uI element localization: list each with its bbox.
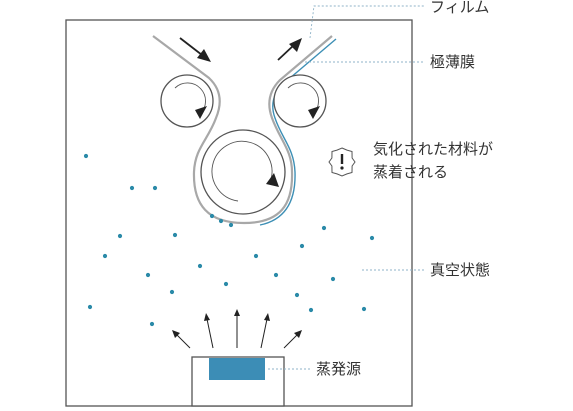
- particle: [330, 276, 336, 282]
- film-leader-line: [309, 5, 424, 39]
- film-in-arrow-line: [179, 37, 203, 56]
- particle: [169, 289, 175, 295]
- particle: [172, 232, 178, 238]
- thin-film-label: 極薄膜: [430, 53, 476, 71]
- vapor-particles: [83, 153, 375, 327]
- main-drum-rotation-arrowhead: [266, 173, 279, 187]
- warning-exclamation-dot: [340, 166, 344, 170]
- emission-arrow-icon: [172, 330, 180, 338]
- particle: [369, 235, 375, 241]
- particle: [87, 304, 93, 310]
- left-roller-rotation-arrowhead: [195, 106, 207, 119]
- particle: [102, 253, 108, 259]
- vaporized-material-line2: 蒸着される: [373, 163, 449, 182]
- evaporation-source-material: [209, 358, 265, 380]
- particle: [218, 218, 224, 224]
- emission-arrow-icon: [234, 309, 240, 316]
- emission-arrow-icon: [294, 330, 302, 338]
- particle: [299, 243, 305, 249]
- particle: [253, 253, 259, 259]
- emission-arrow-line: [260, 318, 268, 349]
- particle: [117, 233, 123, 239]
- particle: [129, 185, 135, 191]
- emission-arrow-icon: [264, 313, 270, 321]
- particle: [197, 263, 203, 269]
- emission-arrow-line: [175, 333, 191, 349]
- particle: [308, 307, 314, 313]
- vapor-emission-arrows: [172, 309, 302, 349]
- emission-arrow-line: [206, 318, 214, 349]
- warning-exclamation-bar: [340, 154, 344, 164]
- main-drum-rotation-icon: [211, 140, 273, 202]
- vacuum-state-label: 真空状態: [430, 261, 491, 279]
- particle: [145, 272, 151, 278]
- right-roller-rotation-arrowhead: [308, 106, 320, 119]
- film-out-arrow-icon: [289, 38, 302, 52]
- leader-lines: [268, 5, 424, 370]
- film-out-arrow-line: [277, 44, 295, 61]
- film-in-arrow-icon: [197, 49, 211, 62]
- particle: [149, 321, 155, 327]
- particle: [83, 153, 89, 159]
- film-path: [152, 35, 333, 225]
- particle: [294, 292, 300, 298]
- particle: [273, 272, 279, 278]
- particle: [228, 222, 234, 228]
- evaporation-source-label: 蒸発源: [316, 360, 362, 378]
- vaporized-material-label: 気化された材料が 蒸着される: [373, 138, 493, 185]
- film-label: フィルム: [430, 0, 490, 16]
- particle: [321, 225, 327, 231]
- particle: [223, 281, 229, 287]
- emission-arrow-line: [283, 333, 299, 349]
- particle: [152, 185, 158, 191]
- particle: [361, 306, 367, 312]
- emission-arrow-icon: [204, 313, 210, 321]
- vaporized-material-line1: 気化された材料が: [373, 140, 494, 158]
- particle: [209, 213, 215, 219]
